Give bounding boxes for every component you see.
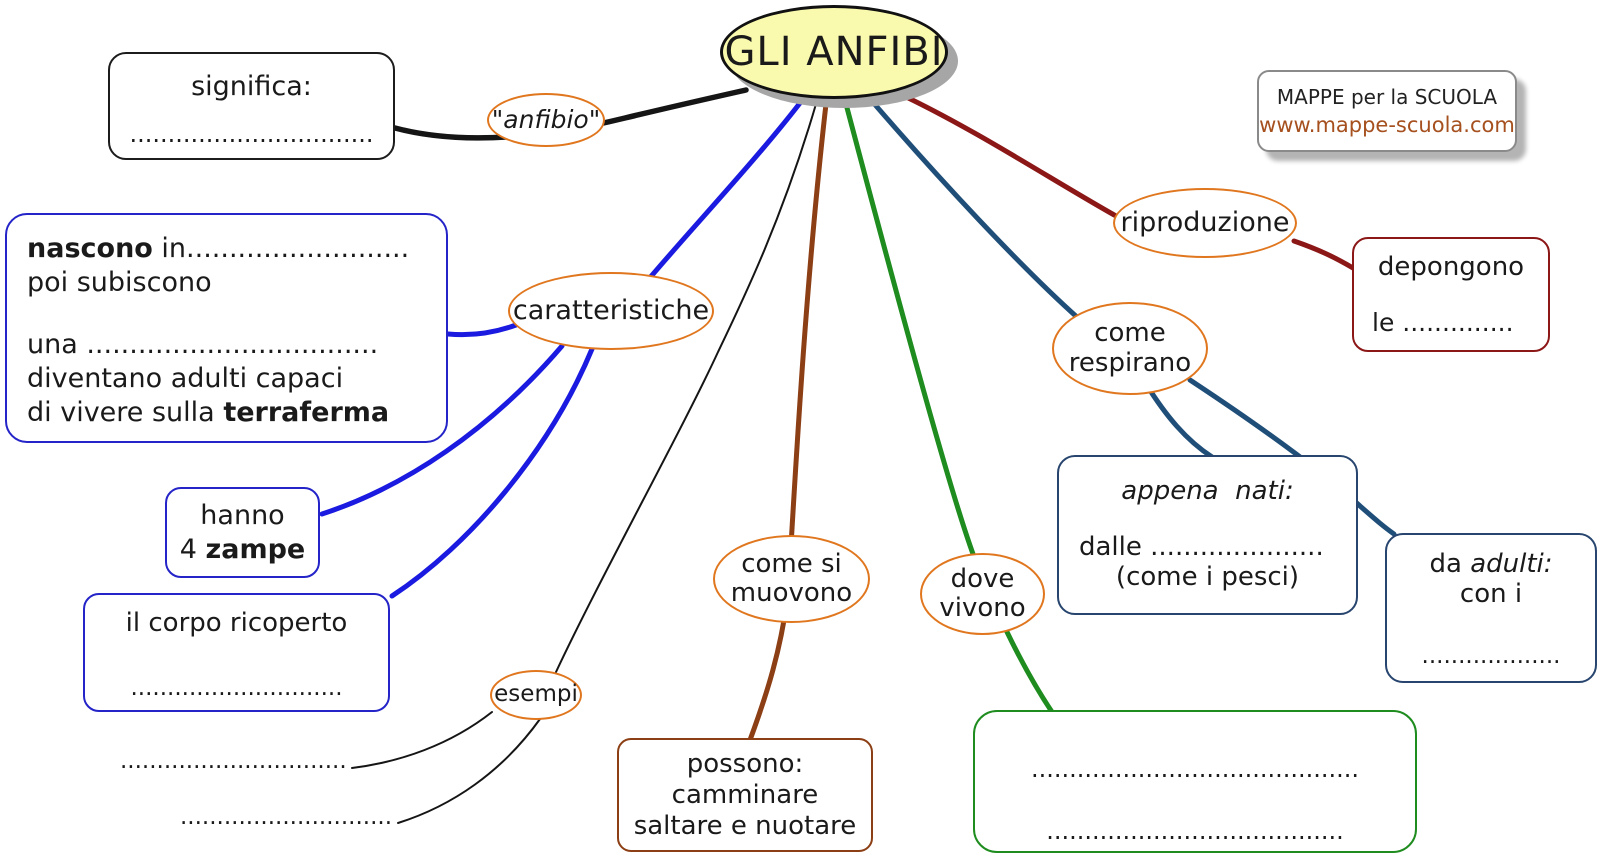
node-anfibio: "anfibio" bbox=[487, 93, 605, 147]
depongono-box: depongono le .............. bbox=[1352, 237, 1550, 352]
respirano-line1: come bbox=[1094, 318, 1166, 349]
respirano-line2: respirano bbox=[1068, 347, 1192, 378]
muovono-line1: come si bbox=[741, 548, 842, 579]
depongono-line1: depongono bbox=[1377, 252, 1525, 282]
nascono-gap bbox=[27, 300, 434, 328]
edge-center-esempi bbox=[555, 103, 817, 673]
nascono-line5: di vivere sulla terraferma bbox=[27, 396, 434, 430]
brand-box: MAPPE per la SCUOLA www.mappe-scuola.com bbox=[1257, 70, 1517, 152]
node-esempi-label: esempi bbox=[494, 681, 578, 708]
adulti-line2: con i bbox=[1459, 579, 1523, 609]
habitat-box: ........................................… bbox=[973, 710, 1417, 853]
central-topic-label: GLI ANFIBI bbox=[724, 29, 944, 75]
appena-nati-line3: (come i pesci) bbox=[1115, 562, 1300, 592]
zampe-bold-word: zampe bbox=[205, 533, 306, 565]
nascono-line3: una .................................. bbox=[27, 329, 379, 360]
edge-center-riproduzione bbox=[897, 91, 1119, 219]
hanno-line1: hanno bbox=[200, 499, 285, 531]
possono-line3: saltare e nuotare bbox=[633, 810, 857, 841]
node-riproduzione-label: riproduzione bbox=[1120, 206, 1290, 238]
nascono-bold-word: nascono bbox=[27, 233, 153, 264]
adulti-italic-word: adulti: bbox=[1470, 549, 1553, 579]
possono-line2: camminare bbox=[671, 779, 819, 810]
node-come-respirano: come respirano bbox=[1052, 302, 1208, 395]
appena-nati-title: appena nati: bbox=[1121, 476, 1294, 506]
edge-esempi-dots1 bbox=[351, 711, 493, 769]
adulti-blank-line: ................... bbox=[1421, 643, 1561, 669]
adulti-title-pre: da bbox=[1429, 549, 1471, 579]
edge-respirano-appena bbox=[1143, 381, 1215, 460]
hanno-line2: 4 zampe bbox=[180, 533, 305, 567]
corpo-blank-line: ............................. bbox=[130, 675, 343, 701]
appena-blank-line: ..................... bbox=[1150, 532, 1324, 562]
edge-center-muovono-possono bbox=[747, 101, 829, 743]
node-riproduzione: riproduzione bbox=[1113, 188, 1297, 258]
significa-blank-line: ................................ bbox=[129, 120, 374, 148]
brand-url: www.mappe-scuola.com bbox=[1259, 113, 1515, 137]
appena-nati-line2: dalle ..................... bbox=[1059, 506, 1356, 562]
terraferma-bold-word: terraferma bbox=[223, 397, 390, 428]
habitat-blank-line-1: ........................................… bbox=[1030, 755, 1360, 783]
corpo-label: il corpo ricoperto bbox=[125, 608, 348, 638]
muovono-line2: muovono bbox=[730, 578, 853, 608]
node-come-si-muovono: come si muovono bbox=[713, 535, 870, 623]
edge-center-caratteristiche bbox=[645, 100, 803, 283]
nascono-line5-pre: di vivere sulla bbox=[27, 397, 224, 428]
edge-esempi-dots2 bbox=[397, 718, 541, 824]
corpo-box: il corpo ricoperto .....................… bbox=[83, 593, 390, 712]
vivono-line1: dove bbox=[950, 563, 1015, 594]
edge-center-significa bbox=[392, 87, 749, 141]
hanno-line2-pre: 4 bbox=[179, 533, 206, 565]
significa-label: significa: bbox=[191, 71, 312, 102]
habitat-blank-line-2: ....................................... bbox=[1046, 817, 1344, 845]
possono-line1: possono: bbox=[686, 748, 804, 779]
possono-box: possono: camminare saltare e nuotare bbox=[617, 738, 873, 852]
node-dove-vivono: dove vivono bbox=[920, 553, 1045, 635]
vivono-line2: vivono bbox=[939, 593, 1026, 623]
edge-caratteristiche-corpo bbox=[389, 346, 595, 599]
nascono-line1-rest: in.......................... bbox=[152, 233, 410, 264]
nascono-line1: nascono in.......................... bbox=[27, 232, 434, 266]
edge-caratteristiche-nascono bbox=[445, 322, 519, 338]
node-esempi: esempi bbox=[490, 670, 582, 720]
appena-nati-box: appena nati: dalle .....................… bbox=[1057, 455, 1358, 615]
node-caratteristiche: caratteristiche bbox=[508, 272, 714, 350]
nascono-line4: diventano adulti capaci bbox=[27, 363, 344, 394]
appena-line2-pre: dalle bbox=[1079, 532, 1151, 562]
edge-center-respirano bbox=[868, 97, 1081, 321]
node-anfibio-label: "anfibio" bbox=[491, 105, 601, 134]
esempi-blank-line-2: ............................. bbox=[180, 804, 393, 830]
node-caratteristiche-label: caratteristiche bbox=[512, 294, 710, 326]
edge-caratteristiche-hanno bbox=[319, 343, 565, 517]
significa-box: significa: .............................… bbox=[108, 52, 395, 160]
edge-center-vivono-habitat bbox=[843, 101, 1055, 715]
da-adulti-box: da adulti: con i ................... bbox=[1385, 533, 1597, 683]
hanno-box: hanno 4 zampe bbox=[165, 487, 320, 578]
esempi-blank-line-1: ............................... bbox=[120, 748, 347, 774]
nascono-line2: poi subiscono bbox=[27, 267, 212, 298]
brand-title: MAPPE per la SCUOLA bbox=[1276, 85, 1498, 109]
depongono-line2: le .............. bbox=[1372, 308, 1514, 337]
nascono-box: nascono in.......................... poi… bbox=[5, 213, 448, 443]
adulti-title: da adulti: bbox=[1387, 535, 1595, 579]
edge-riproduzione-depongono bbox=[1291, 238, 1356, 271]
central-topic: GLI ANFIBI bbox=[720, 5, 948, 99]
